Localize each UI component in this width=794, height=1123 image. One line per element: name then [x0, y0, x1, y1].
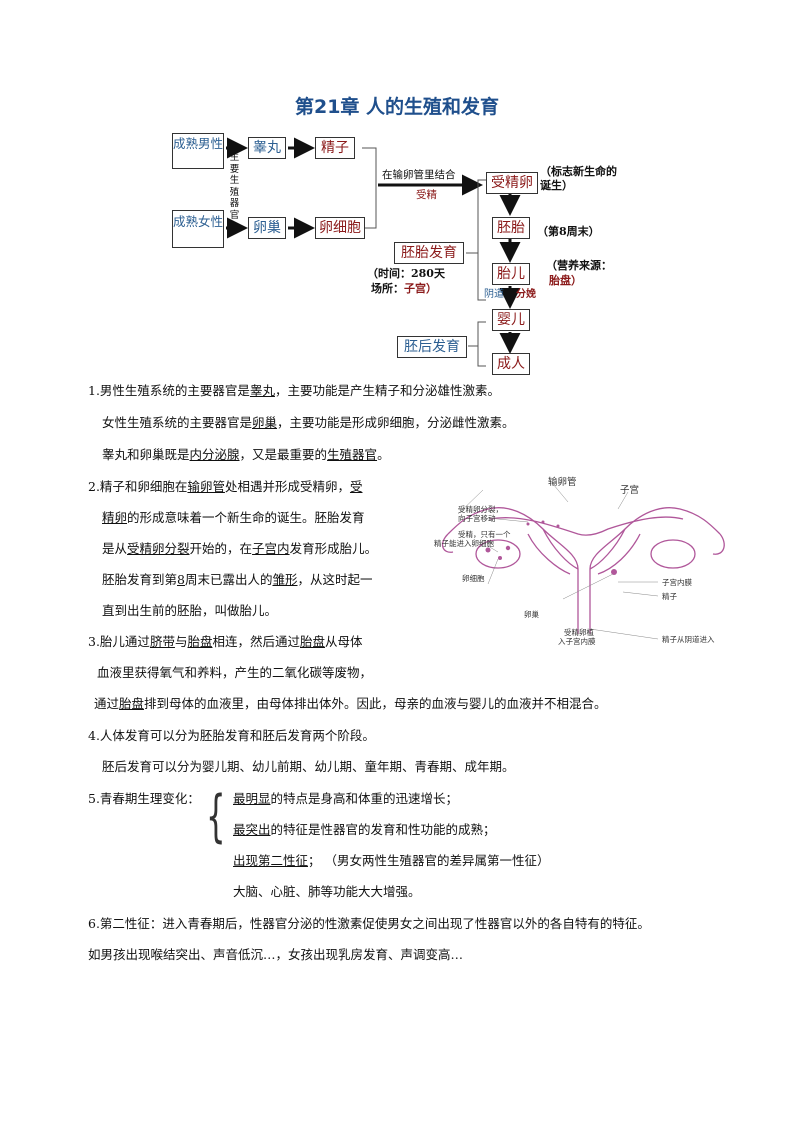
fig-label-implant: 受精卵植入子宫内膜 — [558, 628, 596, 646]
page-title: 第21章 人的生殖和发育 — [294, 96, 500, 118]
uterus-figure — [441, 483, 725, 640]
infant-box: 婴儿 — [492, 309, 530, 331]
para3-line3: 通过胎盘排到母体的血液里，由母体排出体外。因此，母亲的血液与婴儿的血液并不相混合… — [94, 696, 607, 711]
ovary-box: 卵巢 — [248, 217, 286, 239]
mature-female-box: 成熟女性 — [172, 210, 224, 248]
brace-icon: { — [206, 784, 226, 849]
time-label: （时间：280天 — [367, 267, 445, 280]
para2-line5: 直到出生前的胚胎，叫做胎儿。 — [102, 603, 278, 618]
para2-line3: 是从受精卵分裂开始的，在子宫内发育形成胎儿。 — [102, 541, 378, 556]
fig-label-endometrium: 子宫内膜 — [662, 578, 692, 587]
zygote-box: 受精卵 — [486, 172, 538, 194]
concept-map-connectors — [226, 137, 521, 367]
embryo-box: 胚胎 — [492, 217, 530, 239]
nutrition-value: 胎盘） — [549, 274, 582, 287]
zygote-note: （标志新生命的诞生） — [540, 165, 617, 192]
para1-line2: 女性生殖系统的主要器官是卵巢，主要功能是形成卵细胞，分泌雌性激素。 — [102, 415, 515, 430]
para5-item1: 最明显的特点是身高和体重的迅速增长； — [233, 791, 459, 806]
para5-item3: 出现第二性征； （男女两性生殖器官的差异属第一性征） — [233, 853, 550, 868]
fig-label-ovary: 卵巢 — [524, 610, 539, 619]
fig-label-sperm: 精子 — [662, 592, 677, 601]
main-organs-label: 主要生殖器官 — [229, 152, 240, 221]
para2-line2: 精卵的形成意味着一个新生命的诞生。胚胎发育 — [102, 510, 365, 525]
vagina-label: 阴道 — [484, 289, 504, 300]
embryonic-development-box: 胚胎发育 — [394, 242, 464, 264]
egg-box: 卵细胞 — [315, 217, 365, 239]
para4-line1: 4.人体发育可以分为胚胎发育和胚后发育两个阶段。 — [88, 728, 375, 743]
fig-label-egg-cell: 卵细胞 — [462, 574, 485, 583]
para4-line2: 胚后发育可以分为婴儿期、幼儿前期、幼儿期、童年期、青春期、成年期。 — [102, 759, 515, 774]
para1-line1: 1.男性生殖系统的主要器官是睾丸，主要功能是产生精子和分泌雄性激素。 — [88, 383, 500, 398]
fetus-box: 胎儿 — [492, 263, 530, 285]
para6-line2: 如男孩出现喉结突出、声音低沉…，女孩出现乳房发育、声调变高… — [88, 947, 464, 962]
fig-label-fertilize: 受精，只有一个精子能进入卵细胞 — [434, 530, 511, 548]
postembryonic-development-box: 胚后发育 — [397, 336, 467, 358]
testis-box: 睾丸 — [248, 137, 286, 159]
para5-heading: 5.青春期生理变化： — [88, 791, 200, 806]
para3-line1: 3.胎儿通过脐带与胎盘相连，然后通过胎盘从母体 — [88, 634, 363, 649]
para2-line4: 胚胎发育到第8周末已露出人的雏形，从这时起一 — [102, 572, 373, 587]
fig-label-zygote-divide: 受精卵分裂，向子宫移动 — [458, 505, 503, 523]
para5-item2: 最突出的特征是性器官的发育和性功能的成熟； — [233, 822, 496, 837]
fig-label-sperm-enter: 精子从阴道进入 — [662, 635, 715, 644]
place-label: 场所：子宫） — [371, 282, 437, 295]
sperm-box: 精子 — [315, 137, 355, 159]
fertilization-label: 受精 — [416, 189, 437, 201]
para3-line2: 血液里获得氧气和养料，产生的二氧化碳等废物， — [97, 665, 373, 680]
mature-male-box: 成熟男性 — [172, 133, 224, 169]
nutrition-note: （营养来源： — [546, 259, 612, 272]
para6-line1: 6.第二性征：进入青春期后，性器官分泌的性激素促使男女之间出现了性器官以外的各自… — [88, 916, 650, 931]
para5-item4: 大脑、心脏、肺等功能大大增强。 — [233, 884, 421, 899]
embryo-note: （第8周末） — [537, 225, 600, 238]
para1-line3: 睾丸和卵巢既是内分泌腺，又是最重要的生殖器官。 — [102, 447, 390, 462]
adult-box: 成人 — [492, 353, 530, 375]
oviduct-union-label: 在输卵管里结合 — [382, 169, 456, 181]
delivery-label: 分娩 — [516, 289, 536, 300]
fig-label-uterus: 子宫 — [620, 485, 640, 496]
fig-label-oviduct: 输卵管 — [548, 477, 577, 488]
para2-line1: 2.精子和卵细胞在输卵管处相遇并形成受精卵，受 — [88, 479, 363, 494]
